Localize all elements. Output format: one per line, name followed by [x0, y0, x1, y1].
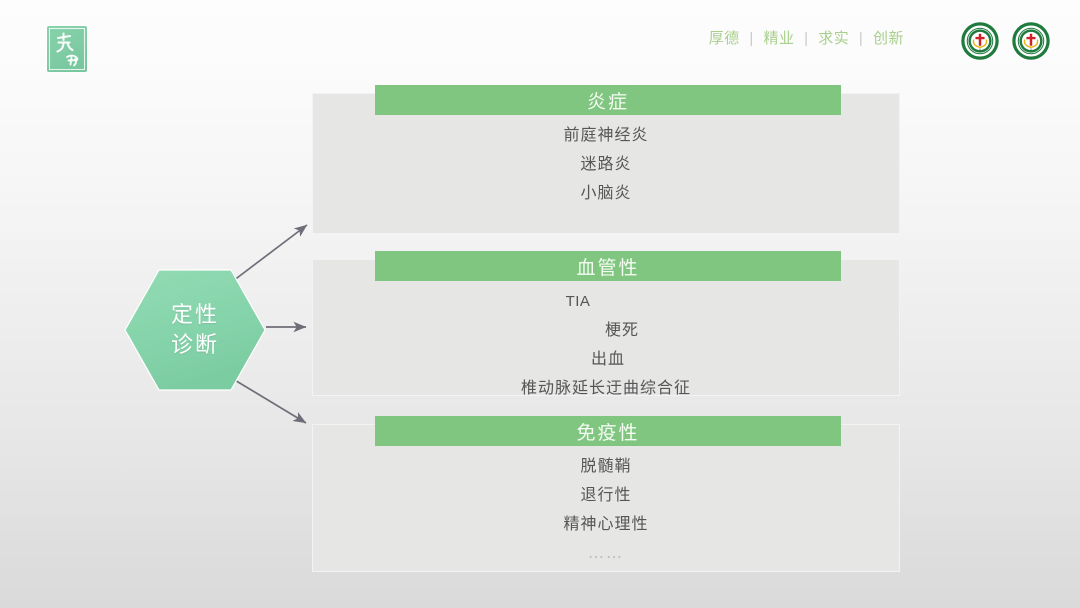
list-item: 退行性 — [580, 487, 632, 504]
card-title: 炎症 — [375, 85, 841, 115]
card-item-list: TIA 梗死 出血 椎动脉延长迂曲综合征 — [313, 287, 899, 403]
tagline-part-0: 厚德 — [708, 30, 740, 47]
list-item: 精神心理性 — [563, 516, 649, 533]
tagline-separator-2: | — [858, 30, 864, 47]
list-item: …… — [588, 545, 624, 562]
tagline-part-3: 创新 — [872, 30, 904, 47]
header-tagline: 厚德 | 精业 | 求实 | 创新 — [709, 29, 904, 49]
hospital-emblem-icon — [961, 22, 999, 60]
card-title: 血管性 — [375, 251, 841, 281]
calligraphy-seal-icon — [47, 26, 87, 72]
list-item: 小脑炎 — [580, 185, 632, 202]
card-item-list: 脱髄鞘 退行性 精神心理性 …… — [313, 452, 899, 568]
card-title: 免疫性 — [375, 416, 841, 446]
list-item: 迷路炎 — [580, 156, 632, 173]
tagline-part-2: 求实 — [818, 30, 850, 47]
hospital-emblem-icon — [1012, 22, 1050, 60]
list-item: 出血 — [590, 351, 625, 368]
list-item: 椎动脉延长迂曲综合征 — [520, 380, 691, 397]
list-item: 梗死 — [604, 322, 639, 339]
tagline-part-1: 精业 — [763, 30, 795, 47]
list-item: TIA — [565, 293, 591, 310]
category-card[interactable]: 炎症 前庭神经炎 迷路炎 小脑炎 — [312, 85, 900, 234]
list-item: 前庭神经炎 — [563, 127, 649, 144]
tagline-separator-0: | — [749, 30, 754, 47]
category-card[interactable]: 免疫性 脱髄鞘 退行性 精神心理性 …… — [312, 416, 900, 572]
category-card[interactable]: 血管性 TIA 梗死 出血 椎动脉延长迂曲综合征 — [312, 251, 900, 397]
card-item-list: 前庭神经炎 迷路炎 小脑炎 — [313, 121, 899, 208]
list-item: 脱髄鞘 — [580, 458, 632, 475]
tagline-separator-1: | — [804, 30, 809, 47]
qualitative-diagnosis-node[interactable]: 定性 诊断 — [123, 268, 267, 392]
hospital-emblems — [961, 22, 1050, 60]
